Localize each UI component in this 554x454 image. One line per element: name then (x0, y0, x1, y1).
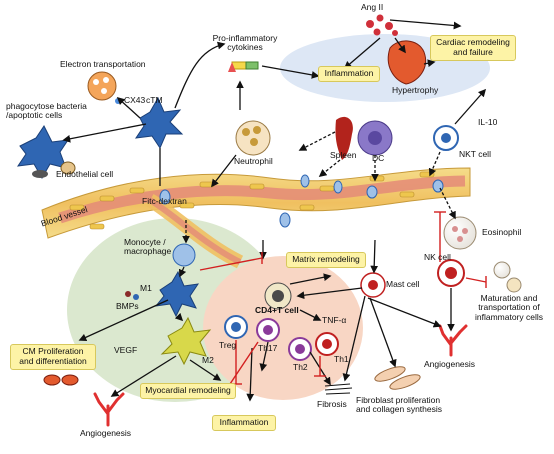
m2-cell (160, 316, 212, 366)
dc-label: DC (372, 153, 385, 163)
cm-proliferation-line2: and differentiation (19, 355, 87, 366)
th2-label: Th2 (293, 362, 308, 372)
fibroblast-label: Fibroblast proliferation and collagen sy… (356, 395, 443, 415)
electron-cell (87, 71, 117, 101)
vessel-cells (69, 171, 435, 230)
phagocytose-label: phagocytose bacteria /apoptotic cells (6, 101, 87, 121)
m2-label: M2 (202, 355, 214, 365)
monocyte-line2: macrophage (124, 246, 172, 257)
angiogenesis-icon-left (93, 392, 125, 427)
maturation-line2: transportation of (478, 302, 540, 313)
pro-inflammatory-line2: cytokines (227, 42, 263, 53)
m1-label: M1 (140, 283, 152, 293)
cardiac-remodeling-line1: Cardiac remodeling (436, 37, 510, 47)
nk-cell-label: NK cell (424, 252, 451, 262)
ctm-label: cTM (146, 95, 163, 105)
hypertrophy-label: Hypertrophy (392, 85, 439, 95)
spleen-label: Spleen (330, 150, 357, 160)
fibroblast-line2: and collagen synthesis (356, 404, 443, 415)
th17-label: Th17 (258, 343, 278, 353)
maturation-line1: Maturation and (480, 293, 538, 303)
matrix-remodeling-box: Matrix remodeling (286, 252, 366, 268)
cytokine-icon (228, 61, 259, 72)
fibroblast-icon (374, 366, 421, 390)
cd4-t-cell-label: CD4+T cell (255, 305, 299, 315)
ang2-molecules (366, 14, 398, 36)
eosinophil-label: Eosinophil (482, 227, 522, 237)
t-cells (224, 282, 339, 361)
nkt-cell-label: NKT cell (459, 149, 491, 159)
eosinophil-cell (443, 216, 477, 250)
angiogenesis-left-label: Angiogenesis (80, 428, 132, 438)
pro-inflammatory-line1: Pro-inflammatory (212, 33, 278, 43)
mast-cell-label: Mast cell (386, 279, 420, 289)
vegf-label: VEGF (114, 345, 138, 355)
cm-icon (43, 374, 79, 386)
tnf-alpha-label: TNF-α (322, 315, 347, 325)
neutrophil-cell (235, 120, 271, 156)
inflammation-top-box: Inflammation (318, 66, 380, 82)
maturation-label: Maturation and transportation of inflamm… (468, 293, 550, 322)
th1-label: Th1 (334, 354, 349, 364)
endothelial-cell-label: Endothelial cell (56, 169, 114, 179)
spleen-icon (335, 116, 353, 160)
arrows (62, 19, 487, 402)
treg-label: Treg (219, 340, 237, 350)
cm-proliferation-line1: CM Proliferation (22, 346, 84, 356)
inflammation-bottom-box: Inflammation (212, 415, 276, 431)
angiogenesis-icon-right (438, 324, 468, 357)
il10-label: IL-10 (478, 117, 498, 127)
ang2-label: Ang II (361, 2, 384, 12)
blood-cells (159, 174, 444, 228)
monocyte-label: Monocyte / macrophage (124, 237, 172, 257)
cm-proliferation-box: CM Proliferation and differentiation (10, 344, 96, 370)
pro-inflammatory-label: Pro-inflammatory cytokines (205, 33, 285, 53)
neutrophil-label: Neutrophil (234, 156, 273, 166)
angiogenesis-right-label: Angiogenesis (424, 359, 476, 369)
fitc-dextran-label: Fitc-dextran (142, 196, 187, 206)
fibrosis-label: Fibrosis (317, 399, 347, 409)
blood-vessel (41, 167, 471, 269)
heart-icon (387, 40, 426, 85)
monocyte-line1: Monocyte / (124, 237, 166, 247)
phagocytose-line2: /apoptotic cells (6, 110, 63, 121)
cardiac-remodeling-box: Cardiac remodeling and failure (430, 35, 516, 61)
bmps-label: BMPs (116, 301, 139, 311)
myocardial-remodeling-box: Myocardial remodeling (140, 383, 236, 399)
bmp-molecules (125, 291, 139, 300)
inhibition-lines (199, 211, 487, 385)
electron-transportation-label: Electron transportation (60, 59, 146, 69)
cardiac-remodeling-line2: and failure (453, 46, 493, 57)
maturation-line3: inflammatory cells (474, 311, 544, 322)
monocyte-cell (172, 243, 196, 267)
cx43-label: CX43 (124, 95, 146, 105)
phagocytose-line1: phagocytose bacteria (6, 101, 87, 111)
endothelial-icon (32, 170, 48, 178)
ctm-cell (134, 96, 184, 150)
fibrosis-lines (324, 383, 353, 395)
fibroblast-line1: Fibroblast proliferation (356, 395, 441, 405)
